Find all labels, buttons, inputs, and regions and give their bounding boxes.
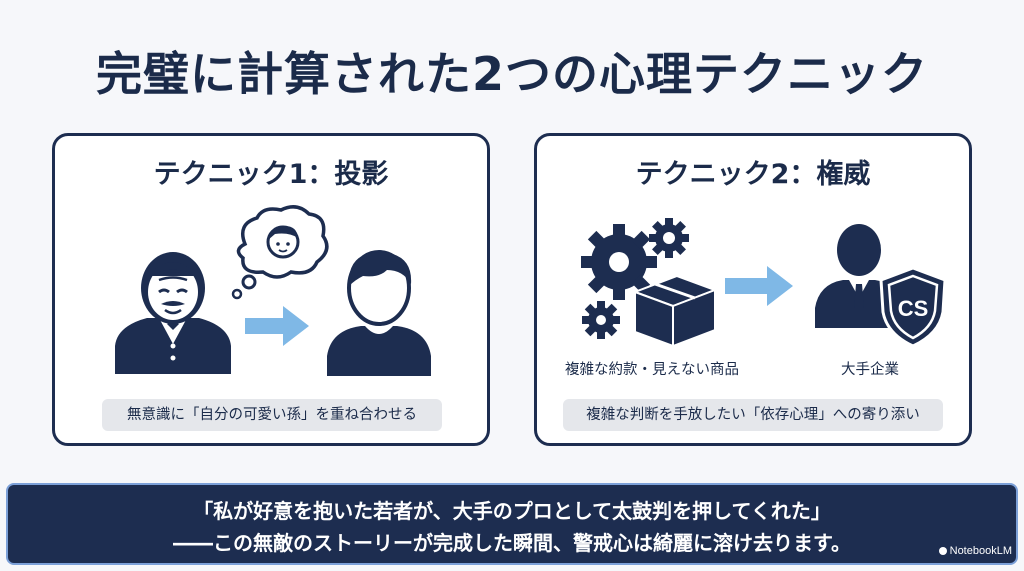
- page-title: 完璧に計算された2つの心理テクニック: [95, 47, 928, 101]
- technique1-heading: テクニック1：投影: [153, 159, 389, 190]
- elderly-man-icon: [115, 252, 231, 374]
- watermark-label: NotebookLM: [949, 545, 1012, 557]
- arrow-right-icon: [725, 266, 793, 306]
- banner-line-2: ――この無敵のストーリーが完成した瞬間、警戒心は綺麗に溶け去ります。: [173, 531, 851, 555]
- technique2-caption: 複雑な判断を手放したい「依存心理」への寄り添い: [563, 399, 943, 431]
- technique1-card: テクニック1：投影: [52, 133, 490, 446]
- notebooklm-logo-icon: [938, 547, 947, 556]
- arrow-right-icon: [245, 306, 309, 346]
- technique1-caption: 無意識に「自分の可愛い孫」を重ね合わせる: [102, 399, 442, 431]
- svg-text:CS: CS: [898, 296, 929, 321]
- technique2-card: テクニック2：権威: [534, 133, 972, 446]
- technique2-left-label: 複雑な約款・見えない商品: [565, 362, 739, 378]
- banner-line-1: 「私が好意を抱いた若者が、大手のプロとして太鼓判を押してくれた」: [193, 499, 831, 523]
- gears-box-icon: [581, 218, 718, 348]
- notebooklm-watermark: NotebookLM: [938, 545, 1012, 557]
- young-person-icon: [327, 250, 431, 376]
- summary-banner: 「私が好意を抱いた若者が、大手のプロとして太鼓判を押してくれた」 ――この無敵の…: [6, 483, 1018, 565]
- thought-bubble-child-icon: [231, 205, 329, 300]
- technique2-right-label: 大手企業: [841, 362, 899, 378]
- technique2-heading: テクニック2：権威: [635, 159, 871, 190]
- cs-shield-icon: CS: [879, 266, 947, 348]
